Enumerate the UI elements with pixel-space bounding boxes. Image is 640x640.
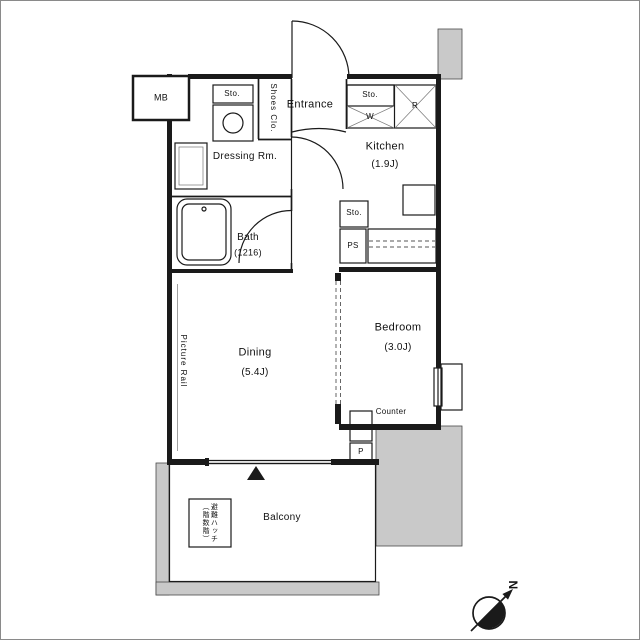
label-bedroom-name: Bedroom [374,321,422,334]
label-balcony: Balcony [263,512,301,523]
gray-structures [155,28,463,596]
label-evacuation-hatch: 避難ハッチ （階数階） [199,501,219,545]
label-entrance: Entrance [286,98,334,111]
balcony-structures [168,462,377,583]
label-pipe-space: PS [347,241,359,251]
label-storage-hall: Sto. [346,208,362,218]
label-dining-name: Dining [238,346,272,359]
dressing-fixtures [174,84,254,190]
label-storage-dressing: Sto. [224,89,240,99]
dining-fixtures [177,284,373,465]
walls [167,74,441,466]
doors [238,20,350,264]
label-pillar: P [358,447,364,457]
label-bath-name: Bath [237,232,259,243]
label-bedroom-size: (3.0J) [384,342,412,353]
north-compass [470,589,513,632]
label-kitchen-size: (1.9J) [371,159,399,170]
meter-box-outline [131,74,191,122]
bathtub [176,198,232,266]
label-shoes-closet: Shoes Clo. [268,83,278,133]
kitchen-fixtures [339,84,437,264]
label-bath-size: (1216) [234,247,262,258]
label-refrigerator: R [411,101,419,111]
label-washer: W [366,112,374,122]
label-counter: Counter [375,407,407,417]
label-dressing-room: Dressing Rm. [212,151,278,162]
label-picture-rail: Picture Rail [178,334,188,388]
label-dining-size: (5.4J) [241,367,269,378]
label-north: N [506,580,521,590]
label-meter-box: MB [153,92,169,103]
label-storage-kitchen: Sto. [362,90,378,100]
label-kitchen-name: Kitchen [365,140,405,153]
bedroom-window [433,363,463,411]
